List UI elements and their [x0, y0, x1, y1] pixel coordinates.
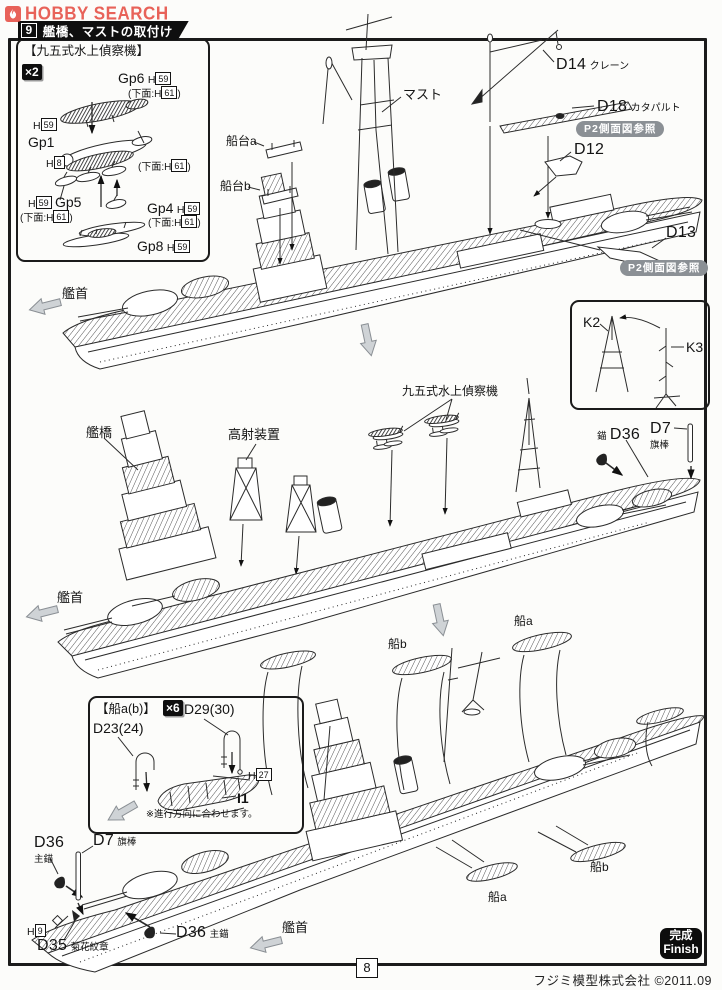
mast-detail-box	[570, 300, 710, 410]
ship-bottom-drawing	[31, 631, 705, 973]
quantity-badge-x6: ×6	[163, 700, 183, 716]
direction-arrows	[25, 297, 449, 953]
label-boat-b-top: 船b	[388, 637, 407, 651]
label-d18: D18 カタパルト	[597, 98, 681, 115]
boat-box-note: ※進行方向に合わせます。	[146, 809, 258, 820]
publisher-credit: フジミ模型株式会社 ©2011.09	[533, 974, 712, 988]
seaplane-parts-drawing	[54, 98, 153, 248]
label-d12: D12	[574, 141, 605, 158]
label-seaplane-mid: 九五式水上偵察機	[402, 384, 499, 398]
label-d14: D14 クレーン	[556, 56, 630, 73]
seaplane-box-title: 【九五式水上偵察機】	[24, 44, 150, 58]
label-d23: D23(24)	[93, 720, 144, 736]
label-boat-a-hull: 船a	[488, 890, 507, 904]
p2-reference-badge: P2側面図参照	[576, 121, 665, 137]
label-mast: マスト	[403, 87, 443, 102]
hanging-boats	[260, 631, 684, 796]
label-bow-mid: 艦首	[57, 590, 84, 605]
watermark-text: HOBBY SEARCH	[25, 3, 169, 24]
label-d35: D35 菊花紋章	[37, 937, 109, 954]
label-d36-mid: 錨 D36	[597, 426, 641, 443]
label-i1: I1	[237, 790, 249, 806]
label-gp1: Gp1	[28, 134, 55, 150]
hobby-search-watermark: HOBBY SEARCH	[5, 3, 169, 24]
mast-detail-drawing	[595, 314, 684, 409]
label-bridge: 艦橋	[86, 425, 113, 440]
label-bow-top: 艦首	[62, 286, 89, 301]
step-number: 9	[21, 23, 37, 38]
label-boat-a-top: 船a	[514, 614, 533, 628]
label-cradle-b: 船台b	[220, 179, 251, 193]
label-d13: D13	[666, 224, 697, 241]
label-boat-b-hull: 船b	[590, 860, 609, 874]
label-d7-bow: D7 旗棒	[93, 832, 137, 849]
finish-label-en: Finish	[663, 942, 699, 956]
label-cradle-a: 船台a	[226, 134, 257, 148]
ship-mid-drawing	[57, 377, 701, 679]
boat-parts-drawing	[117, 718, 260, 816]
label-aa-mount: 高射装置	[228, 427, 281, 442]
flame-icon	[5, 6, 21, 22]
finish-label-jp: 完成	[669, 930, 693, 942]
quantity-badge-x2: ×2	[22, 64, 42, 80]
label-d36-mid-hull: D36 主錨	[176, 924, 229, 941]
step-title: 艦橋、マストの取付け	[42, 25, 173, 39]
step-banner: 9 艦橋、マストの取付け	[18, 21, 189, 40]
label-k3: K3	[686, 339, 704, 355]
label-bow-bottom: 艦首	[282, 920, 309, 935]
boat-box-title: 【船a(b)】	[96, 702, 156, 716]
label-d29: D29(30)	[184, 701, 235, 717]
boat-parts-box	[88, 696, 304, 834]
page-number: 8	[356, 958, 378, 978]
ship-top-drawing	[62, 13, 703, 370]
p2-reference-badge-2: P2側面図参照	[620, 260, 709, 276]
label-k2: K2	[583, 314, 601, 330]
finish-badge: 完成 Finish	[660, 928, 702, 959]
